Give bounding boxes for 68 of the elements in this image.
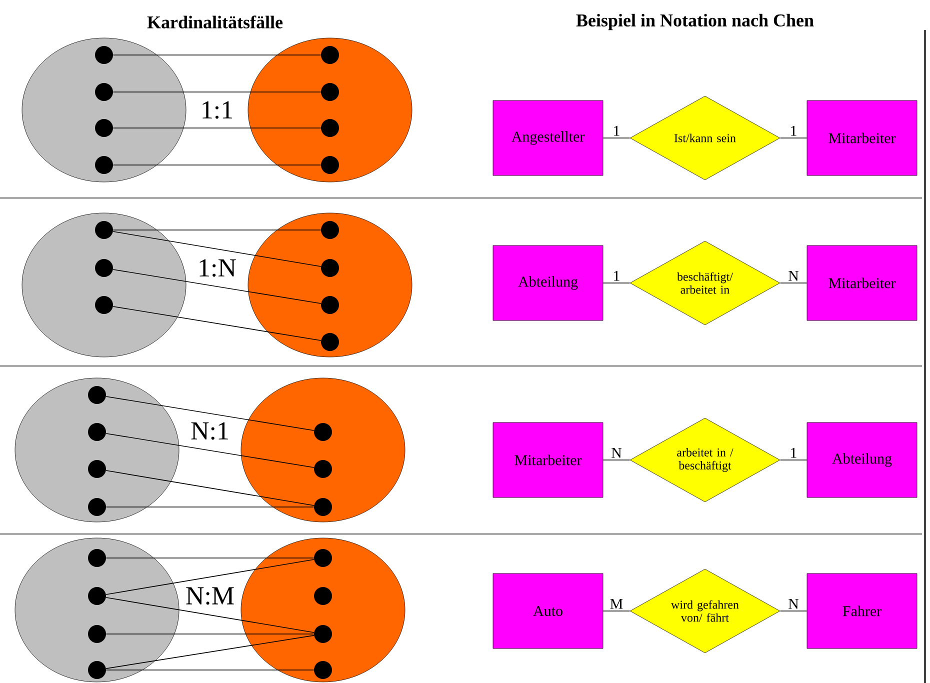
element-dot <box>88 423 106 441</box>
cardinality-ratio: N:1 <box>191 422 228 440</box>
element-dot <box>314 549 332 567</box>
mapping-line <box>106 396 314 431</box>
connector-line <box>780 282 808 284</box>
element-dot <box>88 386 106 404</box>
cardinality-label: N <box>610 446 623 459</box>
mapping-line <box>106 597 314 633</box>
element-dot <box>321 83 339 101</box>
entity-box: Abteilung <box>492 245 604 321</box>
element-dot <box>88 661 106 679</box>
element-dot <box>88 460 106 478</box>
element-dot <box>321 333 339 351</box>
cardinality-label: 1 <box>612 270 622 282</box>
mapping-line <box>106 433 314 468</box>
column-heading: Beispiel in Notation nach Chen <box>576 14 814 30</box>
entity-box: Angestellter <box>492 100 604 176</box>
element-dot <box>321 259 339 277</box>
cardinality-label: 1 <box>788 446 798 459</box>
mapping-line <box>112 164 322 166</box>
entity-box: Auto <box>492 573 604 649</box>
element-dot <box>88 498 106 516</box>
element-dot <box>321 221 339 239</box>
element-dot <box>88 625 106 643</box>
entity-box: Fahrer <box>806 573 918 649</box>
element-dot <box>314 460 332 478</box>
cardinality-label: M <box>608 598 624 610</box>
element-dot <box>95 156 113 174</box>
entity-box: Mitarbeiter <box>492 422 604 498</box>
element-dot <box>321 46 339 64</box>
mapping-line <box>106 559 314 595</box>
mapping-line <box>106 635 314 669</box>
element-dot <box>314 661 332 679</box>
element-dot <box>95 119 113 137</box>
entity-box: Mitarbeiter <box>806 100 918 176</box>
element-dot <box>321 156 339 174</box>
cardinality-ratio: 1:1 <box>202 101 232 119</box>
connector-line <box>780 610 808 612</box>
cardinality-label: N <box>787 598 800 610</box>
mapping-line <box>112 269 322 304</box>
mapping-line <box>112 54 322 56</box>
element-dot <box>321 296 339 314</box>
cardinality-label: N <box>787 270 800 282</box>
cardinality-ratio: N:M <box>186 587 234 605</box>
connector-line <box>602 282 630 284</box>
mapping-line <box>112 231 322 267</box>
element-dot <box>321 119 339 137</box>
entity-box: Mitarbeiter <box>806 245 918 321</box>
element-dot <box>95 83 113 101</box>
element-dot <box>314 498 332 516</box>
cardinality-label: 1 <box>612 124 622 137</box>
element-dot <box>314 587 332 605</box>
column-heading: Kardinalitätsfälle <box>147 16 283 28</box>
cardinality-label: 1 <box>788 124 798 137</box>
mapping-line <box>106 470 314 506</box>
mapping-line <box>106 506 314 508</box>
entity-box: Abteilung <box>806 422 918 498</box>
element-dot <box>95 46 113 64</box>
element-dot <box>88 587 106 605</box>
element-dot <box>95 296 113 314</box>
element-dot <box>95 221 113 239</box>
element-dot <box>95 259 113 277</box>
element-dot <box>314 423 332 441</box>
cardinality-ratio: 1:N <box>200 259 236 277</box>
connector-line <box>602 610 630 612</box>
element-dot <box>88 549 106 567</box>
element-dot <box>314 625 332 643</box>
mapping-line <box>112 306 322 341</box>
